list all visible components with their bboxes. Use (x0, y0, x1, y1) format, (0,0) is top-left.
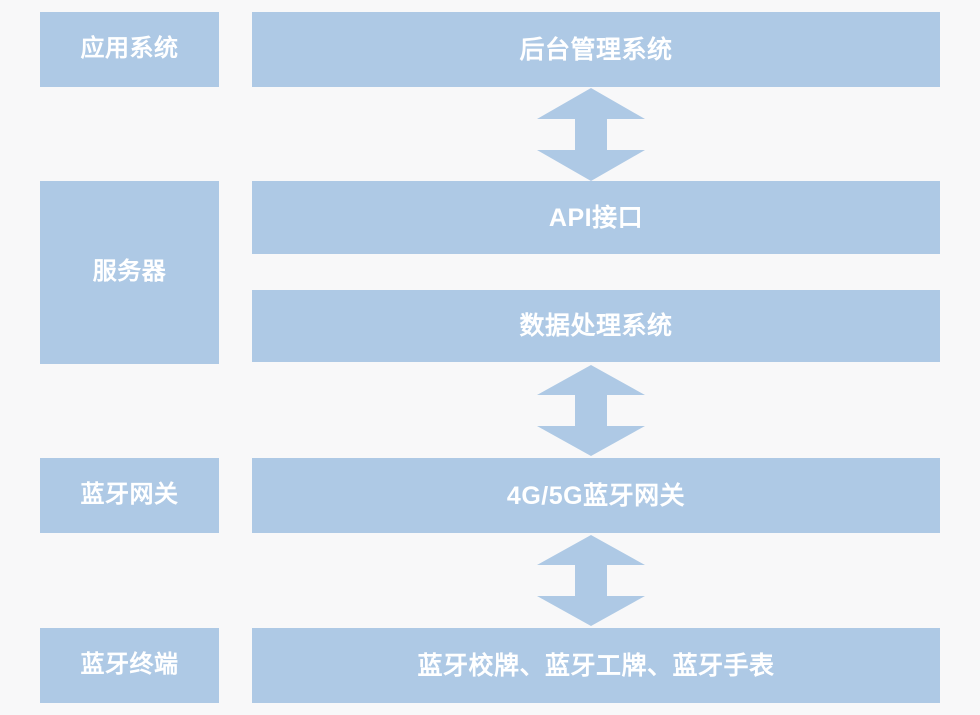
double-arrow-vertical-icon (537, 88, 645, 181)
double-arrow-vertical-icon (537, 535, 645, 626)
layer-label-server: 服务器 (40, 181, 219, 364)
node-api-interface: API接口 (252, 181, 940, 254)
connector-application-server (537, 88, 645, 181)
node-backend-management-system: 后台管理系统 (252, 12, 940, 87)
node-data-processing-system: 数据处理系统 (252, 290, 940, 362)
node-bluetooth-devices: 蓝牙校牌、蓝牙工牌、蓝牙手表 (252, 628, 940, 703)
layer-label-bluetooth-terminal: 蓝牙终端 (40, 628, 219, 703)
layer-label-application: 应用系统 (40, 12, 219, 87)
double-arrow-vertical-icon (537, 365, 645, 456)
connector-server-gateway (537, 365, 645, 456)
layer-label-bluetooth-gateway: 蓝牙网关 (40, 458, 219, 533)
connector-gateway-terminal (537, 535, 645, 626)
node-4g-5g-bluetooth-gateway: 4G/5G蓝牙网关 (252, 458, 940, 533)
